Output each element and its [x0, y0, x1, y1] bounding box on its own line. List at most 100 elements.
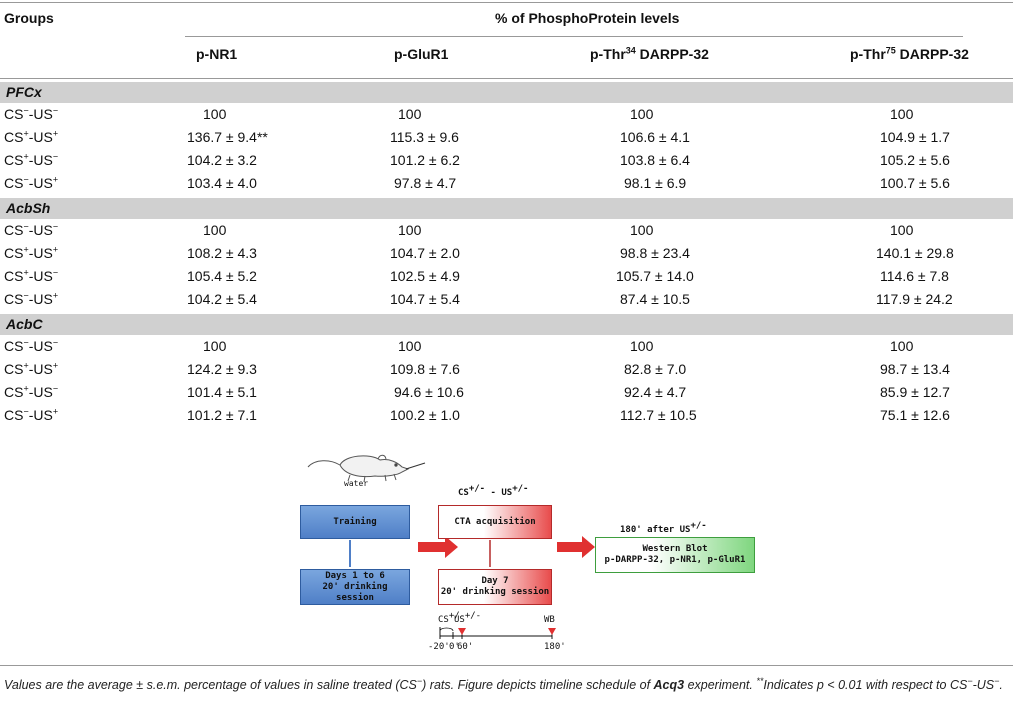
training-box: Training [300, 505, 410, 539]
days-line1: Days 1 to 6 [325, 570, 385, 581]
col-header-pthr34-base: p-Thr [590, 46, 626, 62]
training-label: Training [333, 516, 377, 527]
value-cell: 136.7 ± 9.4** [187, 129, 268, 145]
cta-label: CTA acquisition [454, 516, 536, 527]
group-cell: CS−-US− [4, 337, 59, 354]
span-header: % of PhosphoProtein levels [495, 10, 680, 26]
table-row: CS−-US+ 101.2 ± 7.1 100.2 ± 1.0 112.7 ± 10.… [0, 407, 1013, 430]
col-header-pthr75-sup: 75 [885, 45, 896, 56]
col-header-pthr75-base: p-Thr [850, 46, 886, 62]
value-cell: 101.4 ± 5.1 [187, 384, 257, 400]
value-cell: 98.8 ± 23.4 [620, 245, 690, 261]
value-cell: 104.7 ± 2.0 [390, 245, 460, 261]
value-cell: 105.4 ± 5.2 [187, 268, 257, 284]
value-cell: 100 [630, 222, 654, 238]
value-cell: 109.8 ± 7.6 [390, 361, 460, 377]
value-cell: 85.9 ± 12.7 [880, 384, 950, 400]
day7-line1: Day 7 [481, 576, 509, 586]
col-header-pglur1: p-GluR1 [394, 46, 449, 62]
group-cell: CS+-US− [4, 151, 59, 168]
value-cell: 104.7 ± 5.4 [390, 291, 460, 307]
tick-label: 0' [449, 642, 460, 652]
group-cell: CS+-US+ [4, 128, 59, 145]
table-caption: Values are the average ± s.e.m. percenta… [4, 675, 1003, 692]
col-header-pnr1: p-NR1 [196, 46, 238, 62]
tl-us-label: US+/- [454, 611, 482, 626]
group-cell: CS−-US− [4, 221, 59, 238]
value-cell: 82.8 ± 7.0 [624, 361, 687, 377]
cs-us-label: CS+/- - US+/- [458, 484, 529, 499]
wb-marker-icon [548, 628, 556, 635]
value-cell: 98.1 ± 6.9 [624, 175, 687, 191]
value-cell: 104.9 ± 1.7 [880, 129, 950, 145]
value-cell: 100 [630, 106, 654, 122]
value-cell: 94.6 ± 10.6 [394, 384, 464, 400]
group-cell: CS+-US− [4, 383, 59, 400]
col-header-pthr75-protein: DARPP-32 [899, 46, 969, 62]
experiment-name: Acq3 [653, 678, 685, 692]
tick-label: 60' [457, 642, 474, 652]
value-cell: 100 [398, 106, 422, 122]
section-title: AcbSh [6, 200, 51, 216]
section-title: AcbC [6, 316, 43, 332]
group-cell: CS−-US+ [4, 406, 59, 423]
value-cell: 117.9 ± 24.2 [876, 291, 953, 307]
section-pfcx: PFCx [0, 82, 1013, 103]
group-cell: CS+-US− [4, 267, 59, 284]
value-cell: 114.6 ± 7.8 [880, 268, 949, 284]
tick-label: 180' [544, 642, 566, 652]
group-cell: CS−-US− [4, 105, 59, 122]
arrow-icon [418, 536, 458, 558]
rat-icon [307, 454, 426, 483]
table-top-rule [0, 2, 1013, 3]
arrow-icon [557, 536, 595, 558]
value-cell: 100 [630, 338, 654, 354]
us-marker-icon [458, 628, 466, 635]
groups-header: Groups [4, 10, 54, 26]
value-cell: 87.4 ± 10.5 [620, 291, 690, 307]
wb-line1: Western Blot [642, 544, 708, 554]
section-acbc: AcbC [0, 314, 1013, 335]
value-cell: 100.2 ± 1.0 [390, 407, 460, 423]
value-cell: 75.1 ± 12.6 [880, 407, 950, 423]
caption-rule [0, 665, 1013, 666]
section-title: PFCx [6, 84, 42, 100]
day7-line2: 20' drinking session [440, 587, 550, 597]
days-line2: 20' drinking session [322, 581, 388, 603]
value-cell: 115.3 ± 9.6 [390, 129, 459, 145]
figure-graphics [307, 454, 595, 639]
tick-label: -20' [428, 642, 450, 652]
value-cell: 104.2 ± 5.4 [187, 291, 257, 307]
group-cell: CS+-US+ [4, 244, 59, 261]
col-header-pthr34: p-Thr34 DARPP-32 [590, 46, 709, 62]
value-cell: 101.2 ± 7.1 [187, 407, 257, 423]
cta-box: CTA acquisition [438, 505, 552, 539]
after-us-label: 180' after US+/- [620, 521, 707, 536]
value-cell: 100 [890, 106, 914, 122]
value-cell: 92.4 ± 4.7 [624, 384, 687, 400]
value-cell: 108.2 ± 4.3 [187, 245, 257, 261]
value-cell: 100 [398, 338, 422, 354]
value-cell: 124.2 ± 9.3 [187, 361, 257, 377]
value-cell: 100 [890, 222, 914, 238]
col-header-pthr75: p-Thr75 DARPP-32 [850, 46, 969, 62]
value-cell: 103.8 ± 6.4 [620, 152, 690, 168]
table-row: CS+-US+ 108.2 ± 4.3 104.7 ± 2.0 98.8 ± 23.4… [0, 245, 1013, 268]
value-cell: 140.1 ± 29.8 [876, 245, 954, 261]
value-cell: 97.8 ± 4.7 [394, 175, 457, 191]
col-header-pthr34-protein: DARPP-32 [639, 46, 709, 62]
value-cell: 112.7 ± 10.5 [620, 407, 697, 423]
group-cell: CS−-US+ [4, 290, 59, 307]
col-header-pthr34-sup: 34 [625, 45, 636, 56]
water-label: water [344, 479, 369, 488]
table-row: CS+-US− 101.4 ± 5.1 94.6 ± 10.6 92.4 ± 4.7 8… [0, 384, 1013, 407]
